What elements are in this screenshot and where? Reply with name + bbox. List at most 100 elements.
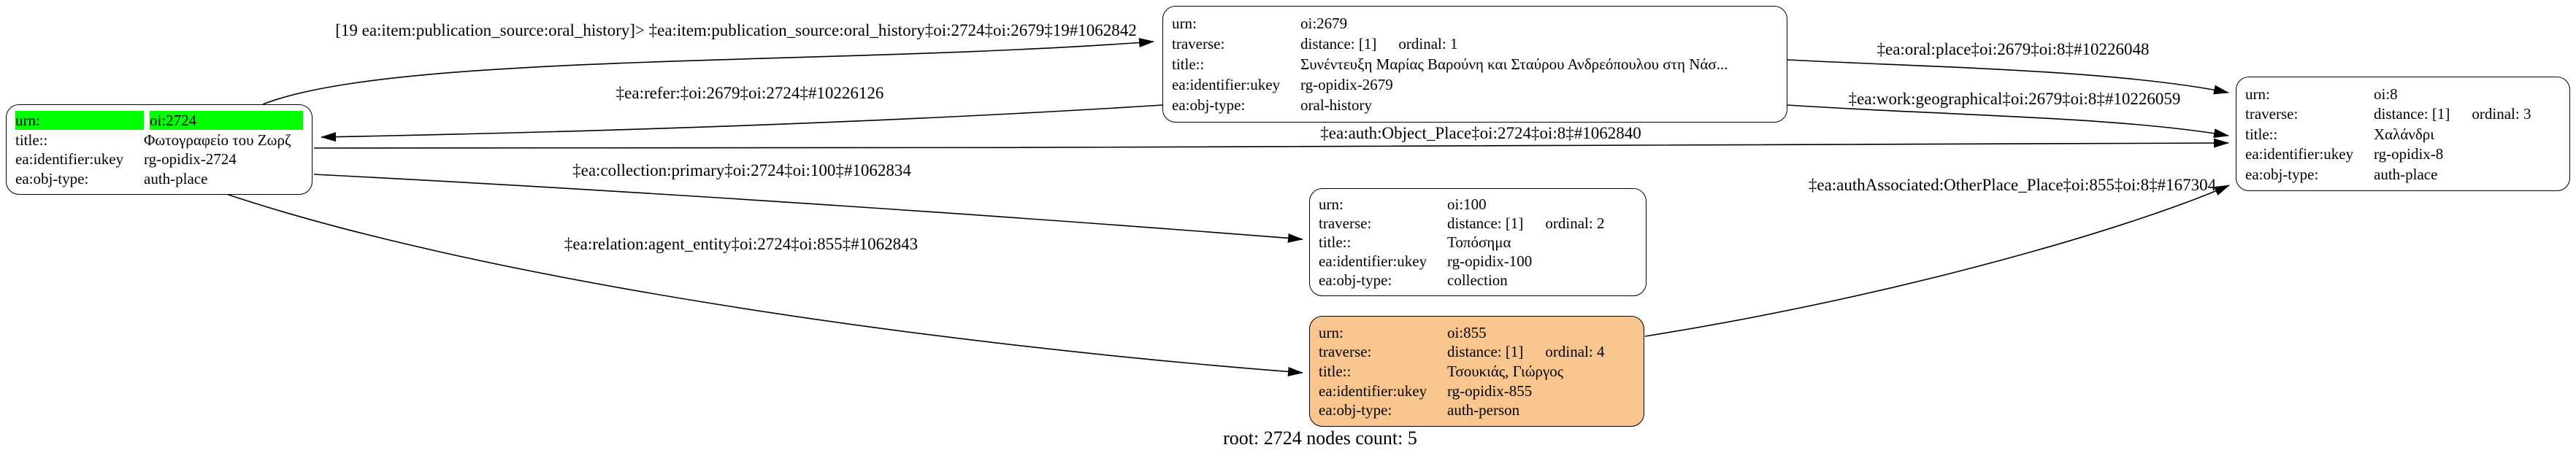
node-oi-100[interactable]: urn: oi:100 traverse: distance: [1] ordin… [1309,188,1647,296]
attribute-row-title: title:: Χαλάνδρι [2245,125,2561,144]
edge-label-refer: ‡ea:refer:‡oi:2679‡oi:2724‡#10226126 [616,84,884,102]
edge-work-geographical [1787,104,2229,139]
attribute-key: ea:obj-type: [1319,401,1392,419]
attribute-row-title: title:: Συνέντευξη Μαρίας Βαρούνη και Στ… [1172,55,1778,74]
attribute-key: title:: [1319,233,1352,251]
attribute-row-ukey: ea:identifier:ukey rg-opidix-8 [2245,144,2561,163]
attribute-key: traverse: [2245,105,2299,123]
attribute-key: ea:identifier:ukey [2245,145,2354,163]
attribute-value: rg-opidix-2724 [144,150,237,169]
attribute-value: oi:855 [1447,323,1487,341]
attribute-value: Φωτογραφείο του Ζωρζ [144,131,291,149]
attribute-value: rg-opidix-8 [2374,145,2444,163]
attribute-key: title:: [1319,362,1352,380]
edge-publication-source [262,38,1154,105]
attribute-value: distance: [1] ordinal: 2 [1447,214,1637,233]
traverse-distance: distance: [1] [1447,343,1524,361]
attribute-key: ea:identifier:ukey [15,150,124,169]
attribute-key: ea:obj-type: [1319,271,1392,289]
traverse-ordinal: ordinal: 4 [1545,343,1605,361]
attribute-row-title: title:: Τσουκιάς, Γιώργος [1319,362,1635,381]
attribute-value: auth-place [2374,165,2438,183]
attribute-row-objtype: ea:obj-type: auth-person [1319,400,1635,419]
traverse-distance: distance: [1] [1447,214,1524,232]
attribute-value: Τσουκιάς, Γιώργος [1447,362,1564,380]
attribute-key: ea:identifier:ukey [1319,382,1427,400]
attribute-value: oi:100 [1447,195,1487,213]
edge-auth-associated [1644,185,2230,337]
attribute-row-title: title:: Φωτογραφείο του Ζωρζ [15,131,303,150]
edge-label-work-geographical: ‡ea:work:geographical‡oi:2679‡oi:8‡#1022… [1848,90,2181,108]
attribute-row-traverse: traverse: distance: [1] ordinal: 4 [1319,342,1635,361]
node-oi-2724[interactable]: urn: oi:2724 title:: Φωτογραφείο του Ζωρ… [6,104,313,195]
edge-collection-primary [313,174,1303,243]
attribute-key: title:: [2245,125,2278,143]
edge-auth-object-place [313,138,2229,149]
attribute-key: traverse: [1319,343,1372,361]
attribute-key: urn: [15,111,144,131]
attribute-row-objtype: ea:obj-type: collection [1319,271,1637,290]
attribute-value: Τοπόσημα [1447,233,1511,251]
attribute-row-traverse: traverse: distance: [1] ordinal: 3 [2245,104,2561,123]
attribute-value: distance: [1] ordinal: 1 [1300,34,1778,53]
attribute-row-ukey: ea:identifier:ukey rg-opidix-100 [1319,252,1637,271]
attribute-value: oral-history [1300,96,1372,114]
edge-relation-agent-entity [226,193,1303,376]
attribute-key: urn: [2245,85,2270,103]
edge-label-relation-agent-entity: ‡ea:relation:agent_entity‡oi:2724‡oi:855… [564,235,919,253]
attribute-row-objtype: ea:obj-type: auth-place [15,169,303,188]
attribute-value: distance: [1] ordinal: 4 [1447,342,1635,361]
edge-label-publication-source: [19 ea:item:publication_source:oral_hist… [335,21,1137,39]
attribute-key: ea:obj-type: [1172,96,1246,114]
attribute-value: oi:2724 [150,111,303,131]
attribute-row-urn: urn: oi:100 [1319,195,1637,214]
node-oi-855[interactable]: urn: oi:855 traverse: distance: [1] ordin… [1309,316,1644,427]
attribute-value: rg-opidix-100 [1447,252,1533,270]
graph-footer-label: root: 2724 nodes count: 5 [1223,427,1417,449]
attribute-key: urn: [1172,15,1197,32]
attribute-key: traverse: [1319,214,1372,232]
attribute-value: oi:2679 [1300,15,1348,32]
attribute-row-traverse: traverse: distance: [1] ordinal: 1 [1172,34,1778,53]
attribute-value: Χαλάνδρι [2374,125,2434,143]
attribute-key: ea:obj-type: [2245,165,2319,183]
node-oi-8[interactable]: urn: oi:8 traverse: distance: [1] ordinal… [2236,77,2570,191]
attribute-key: urn: [1319,195,1343,213]
attribute-value: collection [1447,271,1508,289]
edge-label-auth-associated: ‡ea:authAssociated:OtherPlace_Place‡oi:8… [1808,176,2217,194]
attribute-value: rg-opidix-855 [1447,382,1533,400]
attribute-row-urn: urn: oi:2679 [1172,14,1778,33]
attribute-value: Συνέντευξη Μαρίας Βαρούνη και Σταύρου Αν… [1300,55,1728,73]
edge-label-auth-object-place: ‡ea:auth:Object_Place‡oi:2724‡oi:8‡#1062… [1320,124,1641,142]
traverse-ordinal: ordinal: 2 [1545,214,1605,232]
attribute-row-ukey: ea:identifier:ukey rg-opidix-855 [1319,382,1635,400]
attribute-value: oi:8 [2374,85,2398,103]
traverse-distance: distance: [1] [2374,105,2450,123]
attribute-row-ukey: ea:identifier:ukey rg-opidix-2679 [1172,75,1778,94]
attribute-value: auth-person [1447,401,1520,419]
attribute-value: auth-place [144,169,208,187]
edge-oral-place [1787,59,2229,95]
edge-label-oral-place: ‡ea:oral:place‡oi:2679‡oi:8‡#10226048 [1877,40,2150,58]
attribute-value: distance: [1] ordinal: 3 [2374,104,2561,123]
node-oi-2679[interactable]: urn: oi:2679 traverse: distance: [1] ordi… [1162,6,1787,123]
attribute-row-objtype: ea:obj-type: auth-place [2245,165,2561,184]
edge-refer [321,104,1163,142]
traverse-distance: distance: [1] [1300,35,1377,53]
attribute-row-urn: urn: oi:8 [2245,85,2561,104]
attribute-key: urn: [1319,323,1343,341]
attribute-row-ukey: ea:identifier:ukey rg-opidix-2724 [15,150,303,169]
attribute-row-urn: urn: oi:855 [1319,323,1635,342]
attribute-row-objtype: ea:obj-type: oral-history [1172,96,1778,115]
traverse-ordinal: ordinal: 3 [2472,105,2531,123]
attribute-key: ea:identifier:ukey [1172,76,1281,93]
attribute-key: title:: [1172,55,1205,73]
attribute-key: traverse: [1172,35,1225,53]
attribute-row-urn: urn: oi:2724 [15,111,303,131]
traverse-ordinal: ordinal: 1 [1398,35,1458,53]
attribute-row-title: title:: Τοπόσημα [1319,233,1637,252]
attribute-key: title:: [15,131,48,149]
attribute-key: ea:obj-type: [15,169,89,187]
